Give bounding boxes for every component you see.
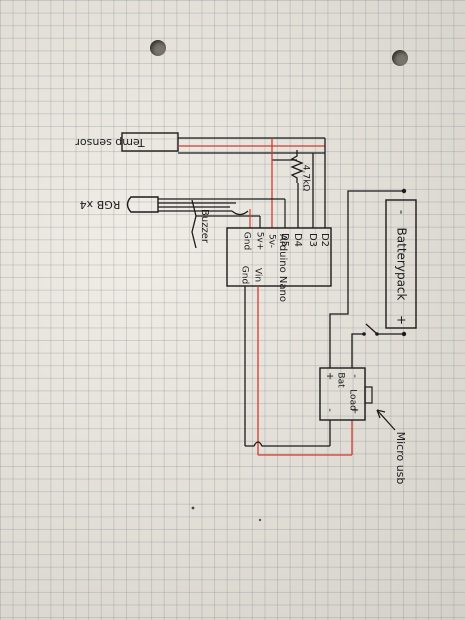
pin-5v-minus: 5v-: [267, 234, 277, 248]
buzzer: Buzzer: [191, 199, 210, 249]
charger-minus-right: -: [349, 374, 360, 378]
pin-d2: D2: [319, 233, 330, 247]
charger-plus: +: [324, 372, 335, 380]
battery-minus: -: [395, 210, 409, 214]
pullup-resistor: 4.7kΩ: [290, 150, 311, 192]
charger-module: + - Bat Load - +: [319, 367, 373, 421]
micro-usb-port: [364, 386, 373, 404]
battery-plus: +: [395, 315, 409, 325]
pin-d3: D3: [307, 233, 318, 247]
charger-bat: Bat: [336, 372, 346, 388]
spiral-hole: [392, 50, 408, 66]
rgb-led: RGB x4: [80, 196, 159, 213]
rgb-label: RGB x4: [80, 198, 121, 211]
buzzer-label: Buzzer: [199, 209, 210, 244]
pin-d5: D5: [279, 233, 290, 247]
power-switch: [365, 323, 377, 334]
battery-label: Batterypack: [395, 228, 409, 301]
charger-plus-right: +: [349, 406, 360, 414]
charger-load: Load: [348, 389, 358, 411]
pin-vin: Vin: [253, 268, 263, 282]
pin-d4: D4: [292, 233, 303, 247]
temp-sensor: Temp sensor: [75, 132, 179, 152]
resistor-label: 4.7kΩ: [301, 165, 311, 192]
spiral-hole: [150, 40, 166, 56]
arduino-nano: Arduino Nano D2 D3 D4 D5 5v- 5v+ Gnd Vin…: [226, 227, 332, 302]
pin-gnd-left: Gnd: [242, 232, 252, 250]
micro-usb-label: Micro usb: [394, 432, 407, 485]
spiral-binding: [0, 0, 465, 66]
battery-pack: - Batterypack +: [385, 199, 417, 329]
temp-sensor-label: Temp sensor: [75, 136, 146, 149]
arduino-title: Arduino Nano: [277, 234, 288, 302]
pin-5v-plus: 5v+: [255, 232, 265, 251]
pin-gnd: Gnd: [240, 266, 250, 284]
usb-arrow: [376, 409, 396, 431]
charger-minus-top: -: [324, 408, 335, 412]
